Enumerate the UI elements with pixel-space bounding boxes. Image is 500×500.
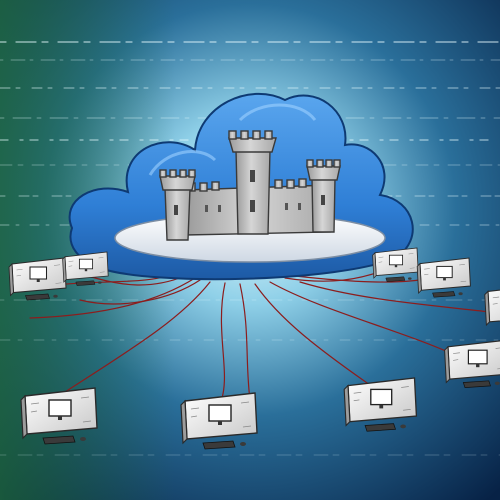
monitor-screen [48, 399, 72, 417]
monitor-stand [379, 404, 384, 409]
keyboard [202, 440, 236, 450]
terminal-front-right [343, 377, 418, 432]
terminals [8, 247, 500, 450]
mouse [400, 424, 406, 429]
wall-windows [205, 203, 301, 212]
cabinet-side [20, 394, 28, 440]
monitor-screen [388, 254, 404, 266]
cabinet-side [180, 399, 188, 445]
tower-window [321, 195, 325, 205]
cabinet-side [484, 290, 491, 327]
sketch-hatching [492, 296, 500, 305]
keyboard [432, 291, 456, 298]
monitor-stand [218, 421, 222, 425]
monitor-screen [29, 266, 48, 280]
cabinet-side [444, 345, 451, 384]
center-tower [235, 149, 271, 235]
cloud-highlight [148, 150, 217, 176]
terminal-right-mid [416, 257, 471, 298]
mouse [80, 437, 86, 441]
keyboard [75, 280, 96, 286]
cloud-highlight [238, 103, 317, 122]
keyboard [364, 423, 397, 432]
sketch-hatching [30, 396, 92, 423]
mouse [494, 381, 500, 386]
sketch-hatching [378, 253, 415, 269]
cabinet-side [416, 262, 422, 294]
monitor-stand [36, 279, 40, 282]
mouse [98, 281, 102, 284]
cabinet-side [62, 255, 67, 283]
network-line [239, 283, 251, 401]
monitor-screen [208, 404, 232, 422]
tower-window [250, 170, 255, 182]
terminal-right-front [444, 340, 500, 388]
network-line [299, 281, 491, 313]
sketch-hatching [16, 264, 62, 284]
terminal-left-back [8, 257, 67, 301]
castle [159, 130, 341, 241]
sketch-hatching [353, 386, 411, 411]
keyboard [385, 276, 406, 282]
sketch-hatching [68, 257, 105, 273]
tower-window [174, 205, 178, 215]
monitor-stand [58, 416, 62, 420]
monitor-stand [443, 277, 446, 281]
monitor-stand [394, 264, 398, 268]
monitor-screen [467, 349, 488, 365]
network-line [254, 283, 371, 386]
terminal-front-left [20, 387, 98, 445]
mouse [408, 277, 412, 280]
monitor-screen [370, 388, 393, 406]
terminal-front-center [180, 392, 258, 450]
cabinet-side [372, 251, 377, 279]
right-tower-top [306, 165, 341, 181]
mouse [53, 294, 58, 298]
network-line [29, 277, 196, 319]
sketch-hatching [424, 264, 467, 283]
terminal-left-mid [62, 251, 109, 286]
keyboard [25, 293, 50, 301]
network-line [64, 281, 211, 393]
center-tower-top [228, 137, 277, 153]
mouse [240, 442, 246, 446]
keyboard [42, 435, 76, 445]
monitor-screen [436, 265, 453, 279]
terminal-right-edge [484, 289, 500, 327]
sketch-hatching [190, 401, 252, 428]
monitor-screen [78, 258, 94, 270]
left-tower-top [159, 175, 196, 191]
monitor-stand [84, 268, 88, 272]
cabinet-side [343, 384, 351, 427]
monitor-stand [476, 363, 480, 368]
network-line [220, 282, 226, 399]
cabinet-side [8, 262, 14, 297]
mouse [458, 292, 463, 296]
network-line [84, 274, 186, 286]
tower-window [250, 200, 255, 212]
keyboard [462, 380, 491, 388]
sketch-hatching [453, 347, 500, 370]
terminal-right-back [372, 247, 419, 282]
network-line [269, 281, 456, 356]
